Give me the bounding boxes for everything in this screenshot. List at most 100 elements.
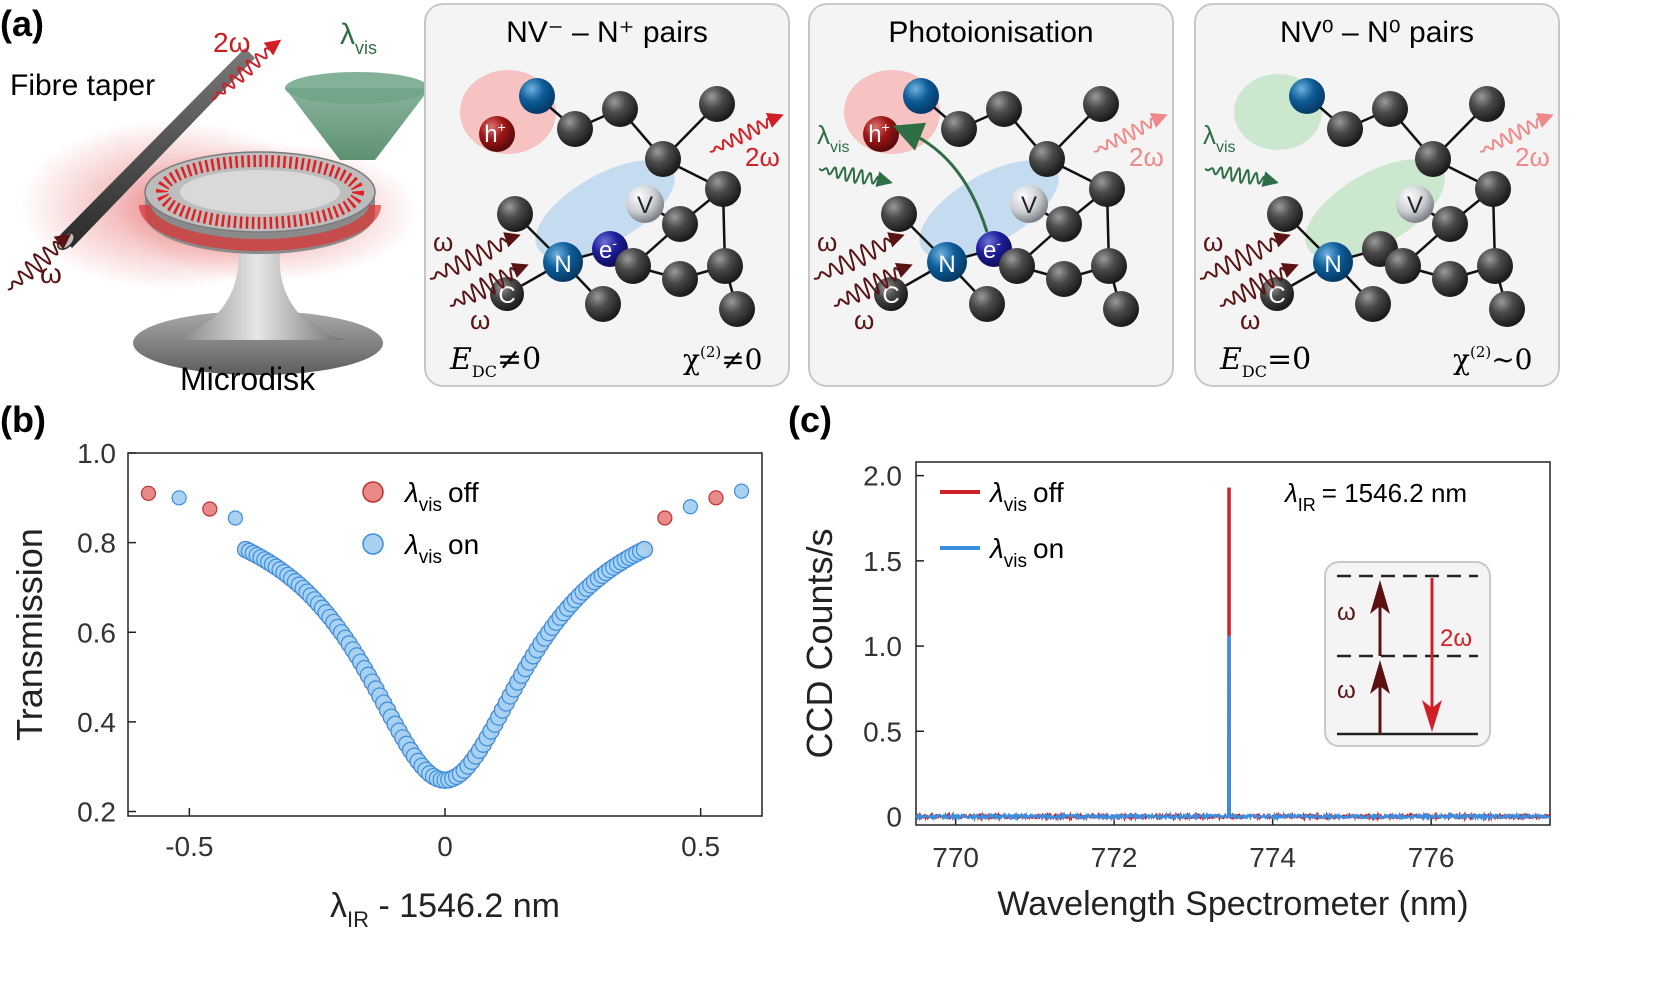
lambda-vis-label: λvis — [817, 120, 850, 156]
carbon-label: C — [882, 282, 899, 309]
data-point-on — [227, 510, 243, 526]
visible-beam-cone — [285, 88, 430, 160]
vacancy — [1396, 185, 1434, 223]
carbon-atom — [1083, 86, 1119, 122]
omega-label-2: ω — [1240, 305, 1260, 335]
visible-wave — [1204, 166, 1279, 187]
shg-wave-faded — [1479, 113, 1554, 153]
box-title: NV⁻ – N⁺ pairs — [506, 16, 708, 49]
arrow-head-2 — [1370, 580, 1390, 614]
carbon-atom — [1469, 86, 1505, 122]
omega-wave — [833, 263, 913, 307]
y-axis-label: Transmission — [9, 528, 50, 741]
electron-cloud — [919, 160, 1059, 258]
carbon-atom — [1489, 291, 1525, 327]
nitrogen-atom — [1313, 242, 1353, 282]
hole-label: h+ — [868, 119, 890, 148]
pedestal-base — [133, 311, 383, 375]
omega-label-1: ω — [433, 227, 453, 257]
carbon-atom — [1432, 261, 1468, 297]
omega-wave — [813, 232, 905, 280]
carbon-atom — [1046, 206, 1082, 242]
diamond-lattice: VNC — [1260, 78, 1525, 327]
carbon-atom — [1415, 141, 1451, 177]
carbon-atom — [699, 86, 735, 122]
nitrogen-label: N — [554, 251, 571, 278]
chi2-label: χ(2)~0 — [1453, 343, 1533, 376]
carbon-atom — [705, 171, 741, 207]
omega-wave — [1199, 232, 1291, 280]
data-point-on — [635, 540, 654, 559]
omega-input-label: ω — [40, 258, 62, 289]
box-nv-zero: NV⁰ – N⁰ pairs VNC ω ω 2ω λvis EDC=0 χ(2… — [1194, 3, 1560, 387]
box-nv-minus: NV⁻ – N⁺ pairs h+Ve-NC ω ω 2ω EDC≠0 χ(2)… — [424, 3, 790, 387]
hole-label: h+ — [484, 119, 506, 148]
omega-label-2: ω — [470, 305, 490, 335]
data-point-off — [708, 490, 724, 506]
shg-wave — [709, 113, 784, 153]
carbon-atom — [986, 91, 1022, 127]
electron-cloud — [535, 160, 675, 258]
carbon-atom — [602, 91, 638, 127]
x-tick-label: 774 — [1249, 842, 1296, 873]
x-axis-label: Wavelength Spectrometer (nm) — [997, 885, 1468, 923]
carbon-atom — [1089, 171, 1125, 207]
x-tick-label: 772 — [1091, 842, 1138, 873]
plot-frame — [915, 461, 1551, 826]
edc-label: EDC≠0 — [449, 342, 541, 381]
panel-c-label: (c) — [788, 399, 832, 440]
visible-wave — [818, 166, 893, 187]
carbon-atom — [1046, 261, 1082, 297]
x-tick-label: 0 — [437, 831, 453, 862]
lambda-vis-label: λvis — [1203, 120, 1236, 156]
nitrogen-label: N — [1324, 251, 1341, 278]
data-point-on — [733, 483, 750, 499]
shg-wave-faded — [1093, 113, 1168, 153]
two-omega-label: 2ω — [213, 27, 250, 58]
y-tick-label: 0 — [886, 801, 902, 832]
carbon-atom — [662, 261, 698, 297]
data-point-on — [171, 490, 187, 506]
panel-a-label: (a) — [0, 3, 44, 44]
carbon-atom — [1372, 91, 1408, 127]
input-waves — [1199, 232, 1299, 307]
omega-label-1: ω — [1203, 227, 1223, 257]
carbon-atom — [1091, 248, 1127, 284]
carbon-atom — [1432, 206, 1468, 242]
disk-ring-mode — [156, 155, 364, 229]
vacancy-label: V — [1021, 192, 1037, 219]
nitrogen-atom-top — [519, 78, 555, 114]
hole-atom — [479, 116, 515, 152]
carbon-atom — [497, 196, 533, 232]
carbon-atom — [1029, 141, 1065, 177]
box-photoionisation: Photoionisation h+Ve-NC ω ω 2ω λvis — [808, 3, 1174, 387]
series-line-on — [915, 635, 1551, 823]
output-wave — [211, 39, 282, 101]
y-axis-label: CCD Counts/s — [799, 528, 840, 758]
pedestal-stem — [170, 250, 345, 340]
y-tick-label: 2.0 — [863, 461, 902, 492]
carbon-atom-c — [874, 277, 908, 311]
microdisk-label: Microdisk — [180, 361, 316, 397]
carbon-atom — [1355, 286, 1391, 322]
visible-beam-top — [285, 72, 429, 104]
carbon-atom — [1475, 171, 1511, 207]
carbon-atom — [1267, 196, 1303, 232]
y-tick-label: 0.5 — [863, 716, 902, 747]
diamond-lattice: h+Ve-NC — [479, 78, 755, 327]
carbon-label: C — [1268, 282, 1285, 309]
carbon-atom — [585, 286, 621, 322]
fibre-taper-label: Fibre taper — [10, 69, 155, 102]
inset-two-omega: 2ω — [1440, 625, 1472, 652]
carbon-atom — [557, 111, 593, 147]
